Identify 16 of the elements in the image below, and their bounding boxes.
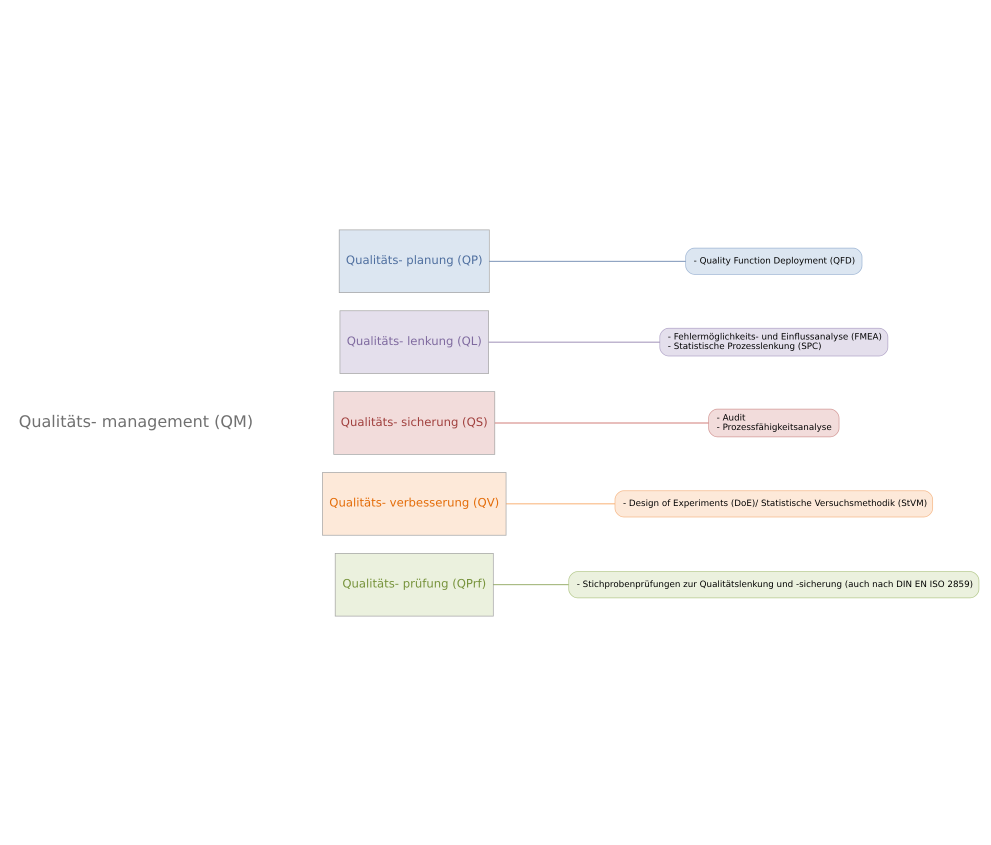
- node-box: Qualitäts- prüfung (QPrf): [334, 552, 494, 616]
- node-box: Qualitäts- verbesserung (QV): [322, 472, 506, 536]
- node-box: - Fehlermöglichkeits- und Einflussanalyse (FMEA) - Statistische Prozesslenkung (SPC): [659, 327, 888, 356]
- node-box: Qualitäts- sicherung (QS): [333, 390, 496, 454]
- node-box: - Quality Function Deployment (QFD): [685, 247, 862, 274]
- connector: [493, 584, 569, 585]
- node-box: Qualitäts- planung (QP): [338, 229, 490, 292]
- node-box: - Design of Experiments (DoE)/ Statistische Versuchsmethodik (StVM): [614, 490, 934, 517]
- node-box: - Stichprobenprüfungen zur Qualitätslenkung und -sicherung (auch nach DIN EN ISO 2859): [568, 570, 980, 598]
- connector: [488, 341, 660, 342]
- node-box: Qualitäts- lenkung (QL): [340, 310, 489, 374]
- connector: [506, 503, 616, 504]
- connector: [494, 422, 709, 423]
- label: Qualitäts- management (QM): [18, 412, 254, 431]
- node-box: - Audit - Prozessfähigkeitsanalyse: [708, 408, 840, 437]
- connector: [489, 260, 686, 262]
